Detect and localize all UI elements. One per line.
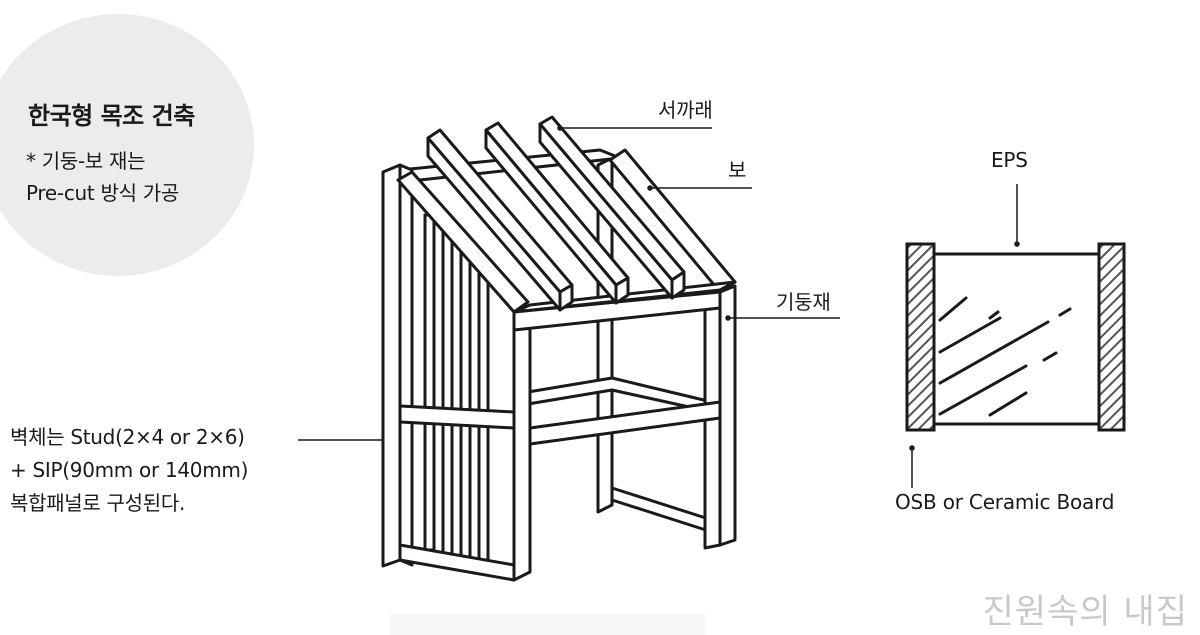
timber-frame (381, 115, 737, 582)
rafter-label: 서까래 (658, 98, 713, 122)
facing-board-right (1097, 242, 1126, 432)
eps-label: EPS (991, 148, 1028, 172)
beam-label: 보 (728, 158, 747, 182)
column-label: 기둥재 (776, 290, 831, 314)
wall-note: 벽체는 Stud(2×4 or 2×6) + SIP(90mm or 140mm… (10, 421, 248, 520)
wall-note-line: 벽체는 Stud(2×4 or 2×6) (10, 425, 245, 449)
watermark: 진원속의 내집 (982, 592, 1188, 632)
facing-board-label: OSB or Ceramic Board (895, 490, 1115, 514)
intro-note: * 기둥-보 재는 Pre-cut 방식 가공 (26, 145, 179, 209)
wall-note-line: + SIP(90mm or 140mm) (10, 458, 249, 482)
sip-panel (905, 242, 1126, 432)
intro-note-line: Pre-cut 방식 가공 (26, 181, 179, 205)
intro-bubble (0, 14, 254, 276)
facing-board-left (905, 242, 936, 432)
leader-lines (298, 125, 1020, 488)
eps-hatch-lines (938, 296, 1072, 417)
bottom-strip (390, 614, 705, 635)
intro-title: 한국형 목조 건축 (28, 102, 195, 130)
rafters (426, 115, 686, 312)
wall-note-line: 복합패널로 구성된다. (10, 491, 186, 515)
intro-note-line: * 기둥-보 재는 (26, 149, 146, 173)
